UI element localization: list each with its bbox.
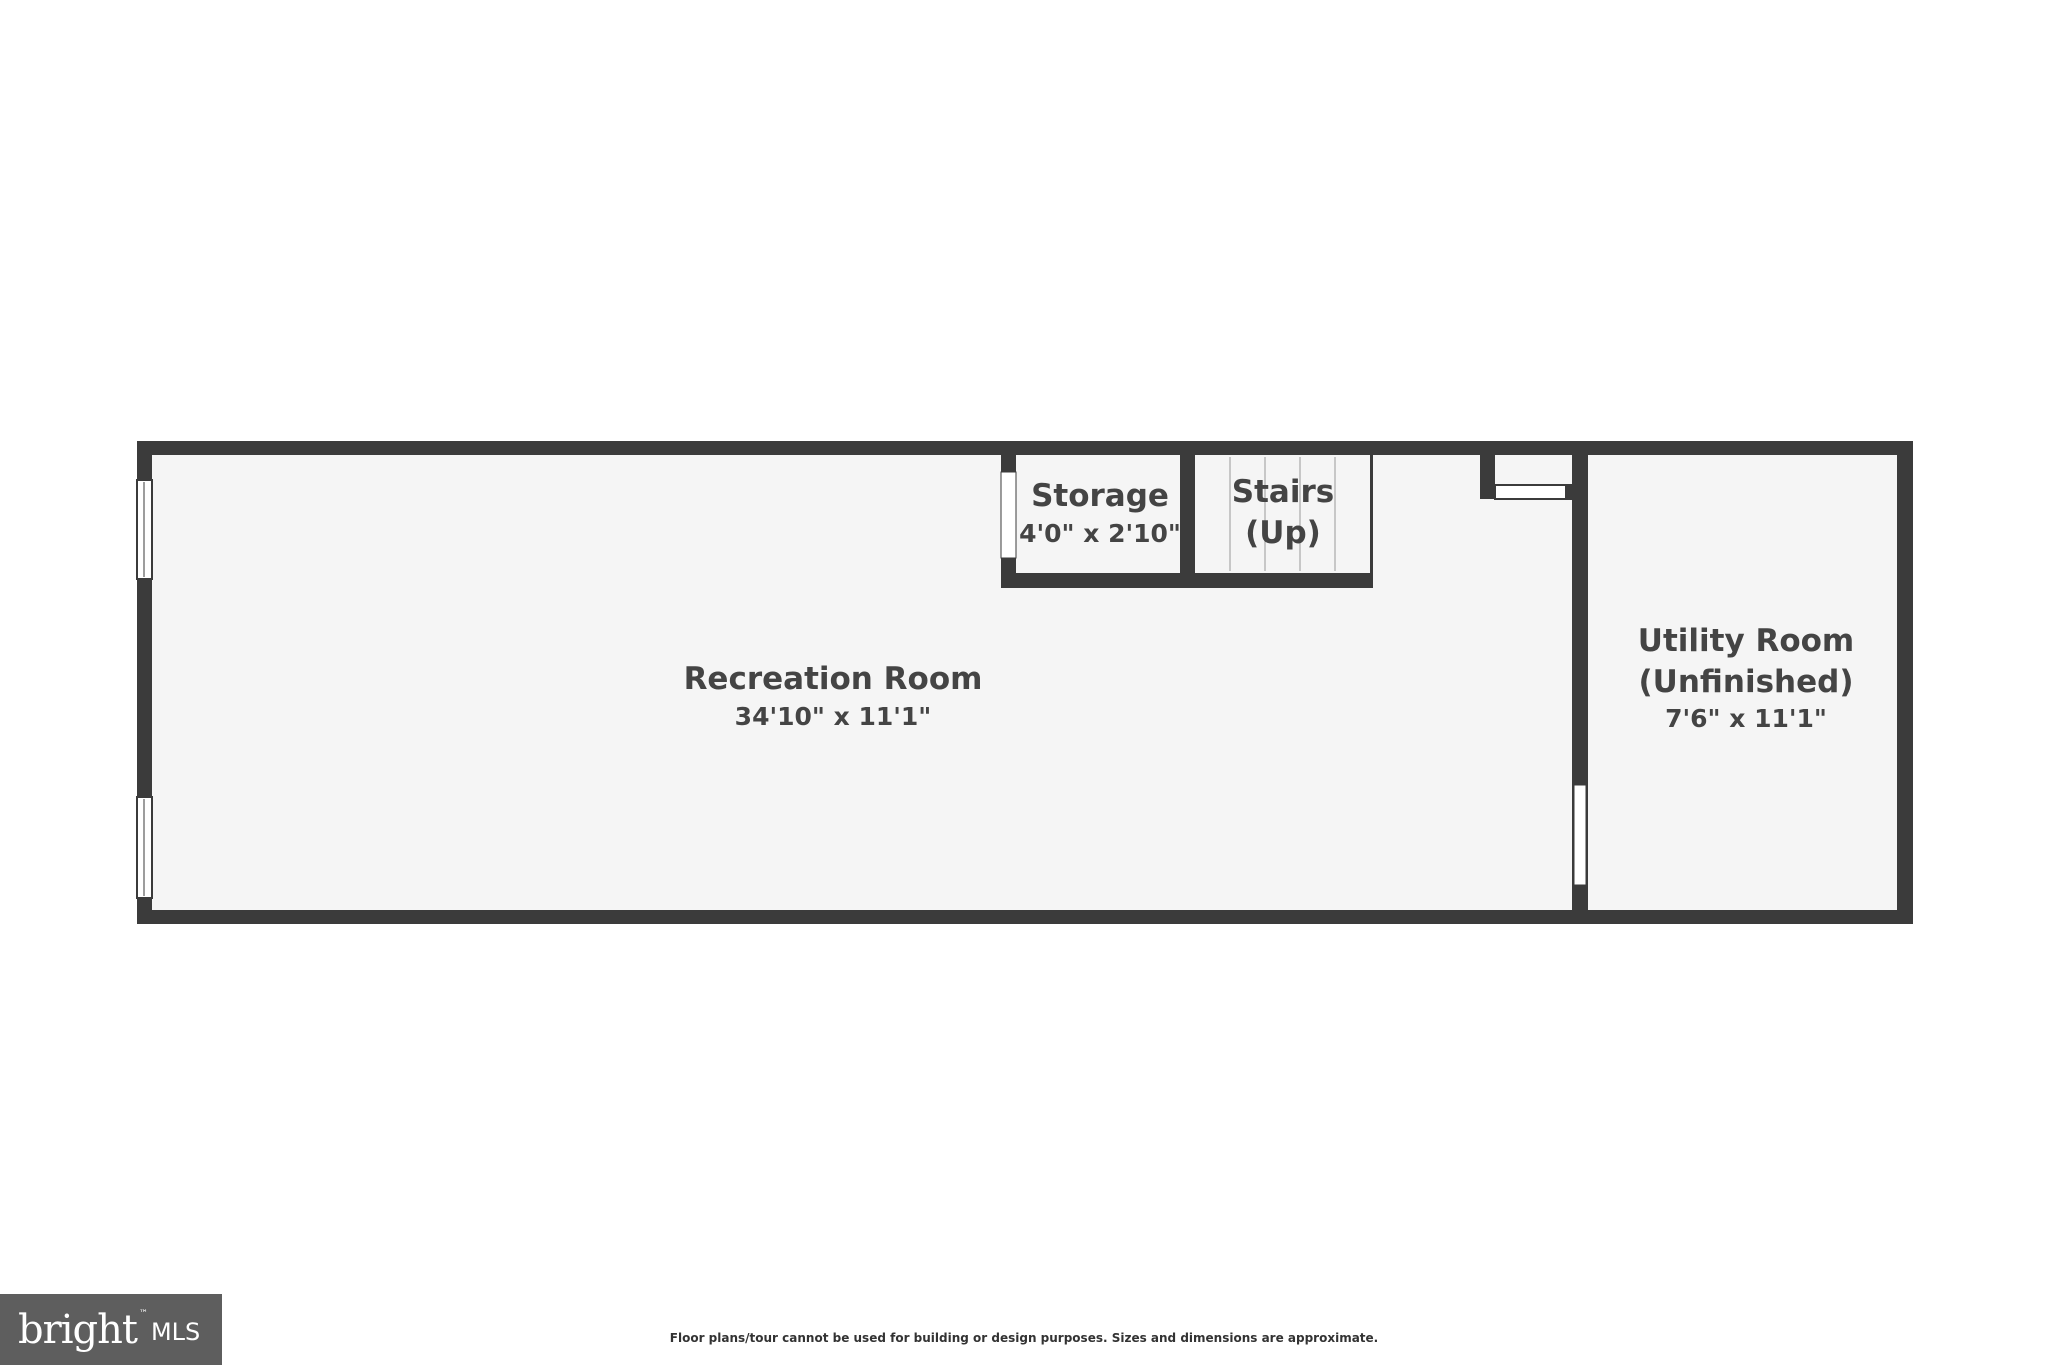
utility-door-opening — [1573, 784, 1587, 886]
storage-room-name: Storage — [1031, 478, 1169, 514]
storage-room-dims: 4'0" x 2'10" — [1019, 519, 1181, 548]
utility-room-subtitle: (Unfinished) — [1639, 664, 1854, 700]
utility-room-floor — [1588, 455, 1897, 910]
storage-door-opening — [1000, 471, 1017, 559]
stair-treads — [1229, 457, 1336, 571]
stairs-direction: (Up) — [1245, 515, 1321, 551]
closet-shelf — [1494, 484, 1573, 500]
stairs-floor — [1195, 455, 1370, 573]
recreation-room-name: Recreation Room — [684, 661, 983, 697]
logo-trademark: ™ — [138, 1308, 148, 1319]
utility-room-name: Utility Room — [1638, 623, 1854, 659]
utility-room-dims: 7'6" x 11'1" — [1665, 704, 1827, 733]
closet-wall — [1480, 455, 1495, 499]
storage-floor — [1016, 455, 1180, 573]
closet-wall-end — [1565, 485, 1575, 499]
recreation-room-dims: 34'10" x 11'1" — [735, 702, 932, 731]
disclaimer-text: Floor plans/tour cannot be used for buil… — [669, 1331, 1379, 1345]
stairs-name: Stairs — [1232, 474, 1334, 510]
logo-mls: MLS — [150, 1317, 201, 1346]
logo-word: bright — [18, 1306, 138, 1353]
